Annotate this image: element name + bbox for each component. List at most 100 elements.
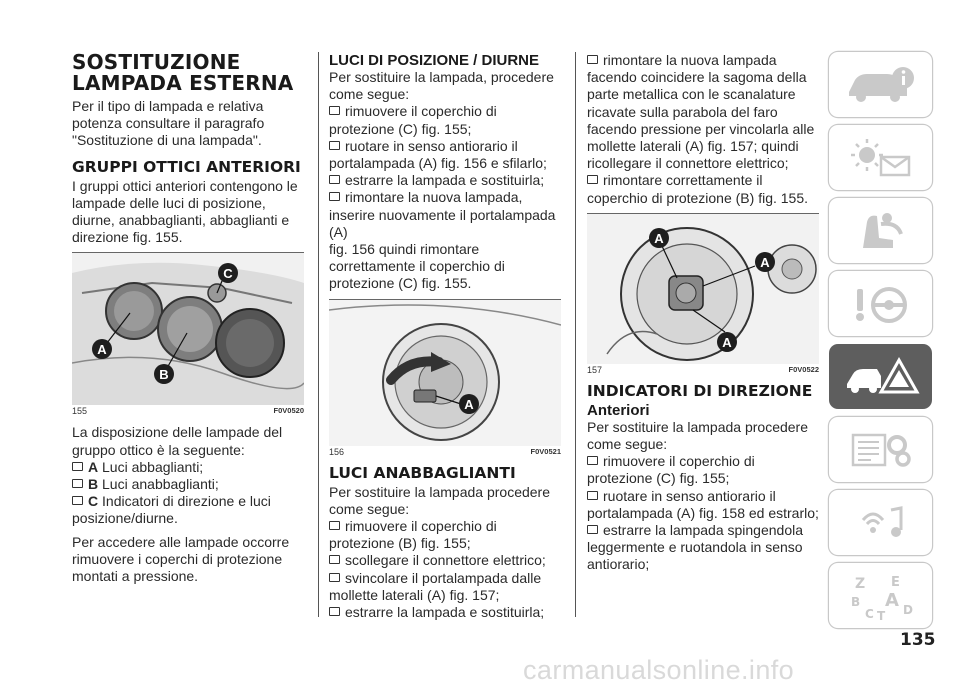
tab-emergency[interactable] [829,344,932,409]
list-key: A [88,458,99,475]
column-divider-2 [575,52,576,617]
figure-157-caption: 157 F0V0522 [587,365,819,375]
figure-156: A 156 F0V0521 [329,298,561,457]
figure-155-code: F0V0520 [273,406,304,416]
heading-gruppi-ottici: GRUPPI OTTICI ANTERIORI [72,157,301,176]
checkbox-bullet-icon [329,555,340,565]
step-text: rimuovere il coperchio di protezione (C)… [329,103,497,137]
tab-safety[interactable] [829,198,932,263]
list-item: rimuovere il coperchio di protezione (C)… [329,103,561,137]
heading-indicatori: INDICATORI DI DIREZIONE [587,381,813,400]
checkbox-bullet-icon [587,490,598,500]
list-item: rimontare correttamente il coperchio di … [587,172,819,206]
subheading-anteriori: Anteriori [587,401,650,419]
paragraph-disposizione: La disposizione delle lampade del gruppo… [72,424,283,458]
step-text: estrarre la lampada e sostituirla; [345,604,545,621]
section-title: SOSTITUZIONE LAMPADA ESTERNA [72,50,294,95]
list-item: estrarre la lampada e sostituirla; [329,172,561,189]
figure-157-label-a2: A [760,255,770,270]
list-text: Indicatori di direzione e luci posizione… [72,493,271,527]
watermark: carmanualsonline.info [523,655,795,685]
column-2: LUCI DI POSIZIONE / DIURNE Per sostituir… [329,52,561,621]
checkbox-bullet-icon [72,479,83,489]
intro-paragraph: Per il tipo di lampada e relativa potenz… [72,98,265,149]
list-text: Luci anabbaglianti; [102,476,219,493]
chapter-tabs: Z E B A C T D [829,52,932,636]
figure-156-code: F0V0521 [530,446,561,456]
intro-anabbaglianti: Per sostituire la lampada procedere come… [329,483,551,517]
figure-156-label-a: A [464,397,474,412]
index-letter-e: E [891,575,900,590]
figure-157-label-a3: A [722,335,732,350]
tab-car-info[interactable] [829,52,932,117]
figure-155-label-c: C [223,266,233,281]
list-item: estrarre la lampada spingendola leggerme… [587,522,819,574]
intro-posizione: Per sostituire la lampada, procedere com… [329,69,554,103]
index-letter-c: C [865,607,874,621]
figure-155: A B C 155 F0V0520 [72,252,304,416]
index-letter-a: A [885,590,899,611]
airbag-seat-icon [862,212,903,248]
index-letter-z: Z [855,576,865,592]
figure-157: A A A 157 F0V0522 [587,212,819,375]
step-text: estrarre la lampada spingendola leggerme… [587,522,804,573]
checkbox-bullet-icon [587,55,598,64]
list-text: Luci abbaglianti; [102,458,204,475]
list-item: B Luci anabbaglianti; [72,476,304,493]
paragraph-gruppi: I gruppi ottici anteriori contengono le … [72,177,298,246]
figure-155-number: 155 [72,406,88,417]
tab-maintenance[interactable] [829,417,932,482]
list-item: rimuovere il coperchio di protezione (B)… [329,518,561,552]
paragraph-rimontare: fig. 156 quindi rimontare correttamente … [329,241,505,292]
column-1: SOSTITUZIONE LAMPADA ESTERNA Per il tipo… [72,52,304,585]
figure-155-caption: 155 F0V0520 [72,406,304,416]
tab-multimedia[interactable] [829,490,932,555]
figure-155-label-b: B [159,367,168,382]
list-item: A Luci abbaglianti; [72,459,304,476]
checkbox-bullet-icon [329,521,340,531]
list-item: C Indicatori di direzione e luci posizio… [72,493,304,527]
figure-157-code: F0V0522 [788,364,819,374]
intro-indicatori: Per sostituire la lampada procedere come… [587,418,809,453]
heading-luci-posizione: LUCI DI POSIZIONE / DIURNE [329,52,540,69]
tab-driving[interactable] [829,271,932,336]
checkbox-bullet-icon [587,175,598,185]
step-text: scollegare il connettore elettrico; [345,552,546,569]
step-text: rimontare la nuova lampada facendo coinc… [587,52,815,172]
step-text: rimuovere il coperchio di protezione (C)… [587,453,755,487]
page-number: 135 [900,630,936,650]
step-text: rimuovere il coperchio di protezione (B)… [329,518,497,552]
checkbox-bullet-icon [329,572,340,582]
checkbox-bullet-icon [329,106,340,116]
checkbox-bullet-icon [329,192,340,202]
checkbox-bullet-icon [329,140,340,150]
checkbox-bullet-icon [587,456,598,466]
step-text: estrarre la lampada e sostituirla; [345,172,545,189]
list-item: svincolare il portalampada dalle mollett… [329,570,561,604]
figure-157-number: 157 [587,364,603,375]
multimedia-icon [861,505,902,537]
checkbox-bullet-icon [72,461,83,471]
warning-light-icon [850,138,910,176]
index-icon: Z E B A C T D [851,575,913,622]
list-key: C [88,493,99,510]
checkbox-bullet-icon [587,525,598,535]
figure-155-label-a: A [97,342,107,357]
tab-index[interactable]: Z E B A C T D [829,563,932,628]
list-item: rimontare la nuova lampada facendo coinc… [587,52,819,172]
list-item: estrarre la lampada e sostituirla; [329,604,561,621]
heading-anabbaglianti: LUCI ANABBAGLIANTI [329,463,516,482]
list-item: rimuovere il coperchio di protezione (C)… [587,453,819,487]
step-text: rimontare la nuova lampada, inserire nuo… [329,189,556,240]
index-letter-t: T [877,609,886,622]
column-divider-1 [318,52,319,617]
list-key: B [88,476,99,493]
figure-157-label-a1: A [654,231,664,246]
index-letter-d: D [903,603,913,617]
paragraph-accesso: Per accedere alle lampade occorre rimuov… [72,533,290,585]
list-item: scollegare il connettore elettrico; [329,552,561,569]
tab-warning-lights[interactable] [829,125,932,190]
checkbox-bullet-icon [72,496,83,506]
list-item: ruotare in senso antiorario il portalamp… [329,138,561,172]
figure-156-caption: 156 F0V0521 [329,447,561,457]
